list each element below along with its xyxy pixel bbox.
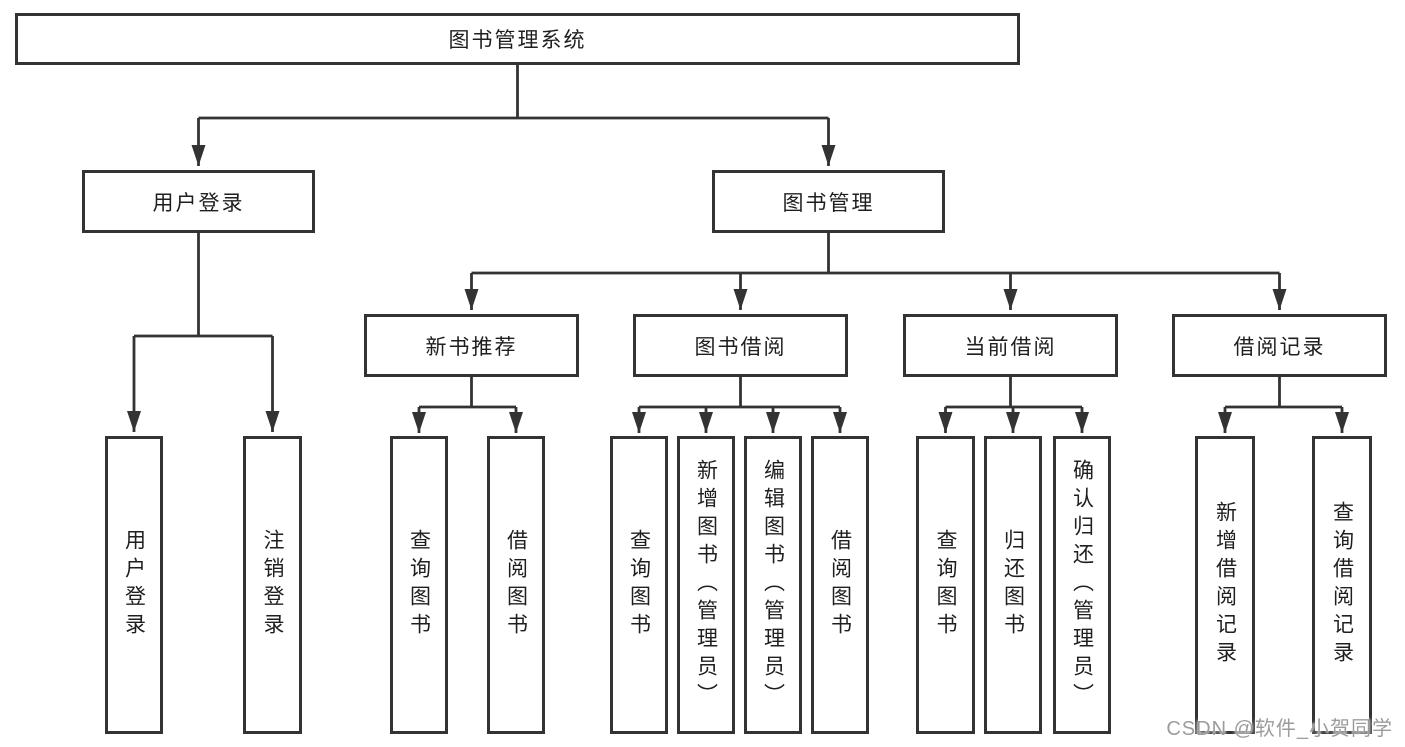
node-user-login: 用户登录 <box>82 170 315 233</box>
leaf-confirm-return-admin-label: 确认归还（管理员） <box>1070 459 1094 711</box>
leaf-query-books-1-label: 查询图书 <box>407 529 431 641</box>
leaf-query-books-3: 查询图书 <box>916 436 975 734</box>
leaf-query-books-2-label: 查询图书 <box>627 529 651 641</box>
leaf-user-login: 用户登录 <box>105 436 163 734</box>
leaf-add-book-admin: 新增图书（管理员） <box>677 436 735 734</box>
leaf-borrow-books-1-label: 借阅图书 <box>504 529 528 641</box>
node-root-label: 图书管理系统 <box>448 29 587 52</box>
leaf-query-books-2: 查询图书 <box>610 436 668 734</box>
watermark: CSDN @软件_小贺同学 <box>1166 718 1393 740</box>
node-user-login-label: 用户登录 <box>152 191 245 215</box>
node-root: 图书管理系统 <box>15 13 1020 65</box>
leaf-borrow-books-2: 借阅图书 <box>811 436 869 734</box>
leaf-confirm-return-admin: 确认归还（管理员） <box>1053 436 1111 734</box>
node-current-borrow: 当前借阅 <box>903 314 1118 377</box>
leaf-query-borrow-record-label: 查询借阅记录 <box>1330 501 1354 669</box>
leaf-add-book-admin-label: 新增图书（管理员） <box>694 459 718 711</box>
node-current-borrow-label: 当前借阅 <box>964 335 1057 359</box>
node-new-book-recommend-label: 新书推荐 <box>425 335 518 359</box>
leaf-return-books-label: 归还图书 <box>1001 529 1025 641</box>
leaf-query-borrow-record: 查询借阅记录 <box>1312 436 1372 734</box>
node-borrow-records-label: 借阅记录 <box>1233 335 1326 359</box>
leaf-add-borrow-record: 新增借阅记录 <box>1195 436 1255 734</box>
leaf-logout: 注销登录 <box>243 436 302 734</box>
leaf-return-books: 归还图书 <box>984 436 1042 734</box>
node-book-management: 图书管理 <box>712 170 945 233</box>
leaf-query-books-1: 查询图书 <box>390 436 448 734</box>
leaf-edit-book-admin-label: 编辑图书（管理员） <box>761 459 785 711</box>
leaf-add-borrow-record-label: 新增借阅记录 <box>1213 501 1237 669</box>
leaf-logout-label: 注销登录 <box>261 529 284 641</box>
leaf-borrow-books-2-label: 借阅图书 <box>828 529 852 641</box>
node-book-borrow-label: 图书借阅 <box>694 335 787 359</box>
node-book-borrow: 图书借阅 <box>633 314 848 377</box>
leaf-borrow-books-1: 借阅图书 <box>487 436 545 734</box>
leaf-query-books-3-label: 查询图书 <box>934 529 957 641</box>
node-new-book-recommend: 新书推荐 <box>364 314 579 377</box>
leaf-user-login-label: 用户登录 <box>122 529 146 641</box>
node-borrow-records: 借阅记录 <box>1172 314 1387 377</box>
node-book-management-label: 图书管理 <box>782 191 875 215</box>
leaf-edit-book-admin: 编辑图书（管理员） <box>744 436 802 734</box>
